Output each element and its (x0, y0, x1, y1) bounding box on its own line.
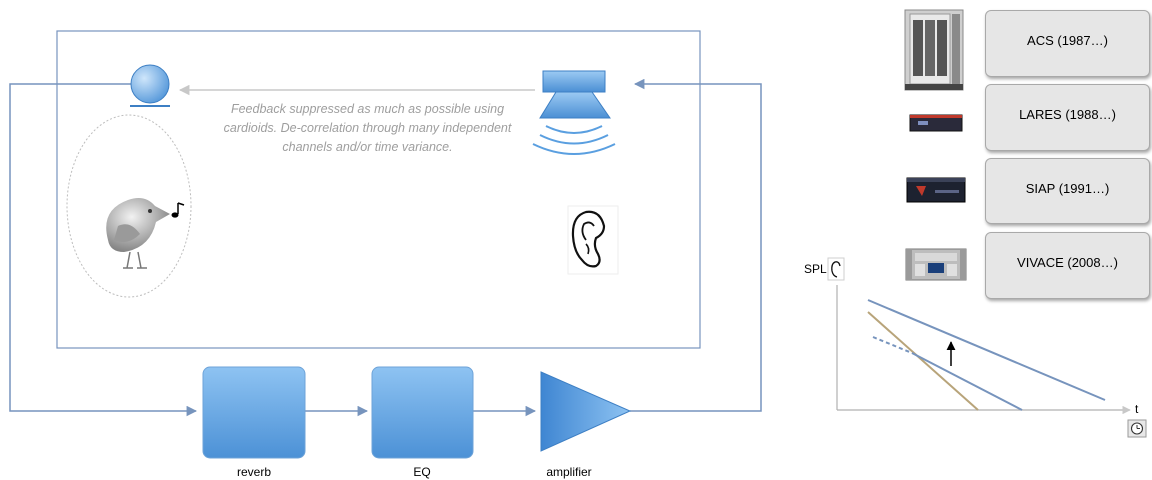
amplifier-block (540, 371, 632, 452)
signal-loop (9, 78, 762, 417)
rack-unit-black-icon (906, 177, 966, 203)
amplifier-label: amplifier (546, 465, 592, 479)
system-box-acs: ACS (1987…) (985, 10, 1150, 77)
system-label-acs: ACS (1987…) (1027, 33, 1108, 48)
bird-icon (106, 198, 170, 269)
decay-plot-ylabel: SPL (804, 262, 827, 276)
room-box (56, 30, 701, 349)
system-label-siap: SIAP (1991…) (1025, 181, 1110, 196)
decay-line-dashed (872, 336, 913, 354)
decay-plot-xlabel: t (1135, 402, 1139, 416)
system-box-vivace: VIVACE (2008…) (985, 232, 1150, 299)
system-box-lares: LARES (1988…) (985, 84, 1150, 151)
source-region (66, 114, 192, 298)
reverb-label: reverb (236, 465, 271, 479)
eq-label: EQ (413, 465, 431, 479)
ear-icon (567, 205, 619, 275)
microphone-icon (130, 64, 170, 107)
decay-plot (827, 257, 1147, 438)
ear-small-icon (827, 257, 845, 281)
feedback-note: Feedback suppressed as much as possible … (223, 102, 512, 154)
system-label-vivace: VIVACE (2008…) (1017, 255, 1118, 270)
loudspeaker-icon (532, 70, 616, 155)
system-box-siap: SIAP (1991…) (985, 158, 1150, 224)
decay-line-orange (867, 311, 979, 411)
clock-icon (1127, 419, 1147, 438)
decay-line-mid (911, 352, 1023, 411)
reverb-block (202, 366, 306, 459)
decay-line-top (867, 299, 1106, 401)
music-note-icon (171, 202, 185, 218)
rack-unit-silver-icon (905, 248, 967, 281)
system-label-lares: LARES (1988…) (1019, 107, 1116, 122)
rack-unit-red-icon (909, 114, 963, 132)
rack-cabinet-icon (904, 9, 964, 91)
eq-block (371, 366, 474, 459)
